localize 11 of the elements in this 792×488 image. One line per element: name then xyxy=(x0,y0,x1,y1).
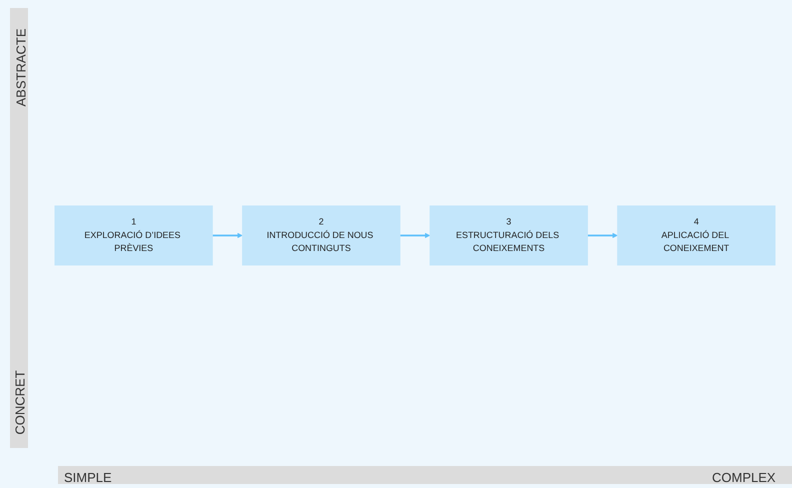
node-box: 2 INTRODUCCIÓ DE NOUS CONTINGUTS xyxy=(242,204,400,265)
axis-label: CONCRET xyxy=(12,370,28,435)
arrow xyxy=(212,232,243,238)
node-box: 3 ESTRUCTURACIÓ DELS CONEIXEMENTS xyxy=(430,204,588,265)
node-box: 4 APLICACIÓ DEL CONEIXEMENT xyxy=(617,204,776,265)
arrow xyxy=(400,232,430,238)
axis-label: SIMPLE xyxy=(64,470,112,485)
axis-label: COMPLEX xyxy=(712,470,776,485)
arrow xyxy=(588,232,618,238)
axis-label: ABSTRACTE xyxy=(14,28,28,106)
node-box: 1 EXPLORACIÓ D’IDEES PRÈVIES xyxy=(54,204,213,265)
